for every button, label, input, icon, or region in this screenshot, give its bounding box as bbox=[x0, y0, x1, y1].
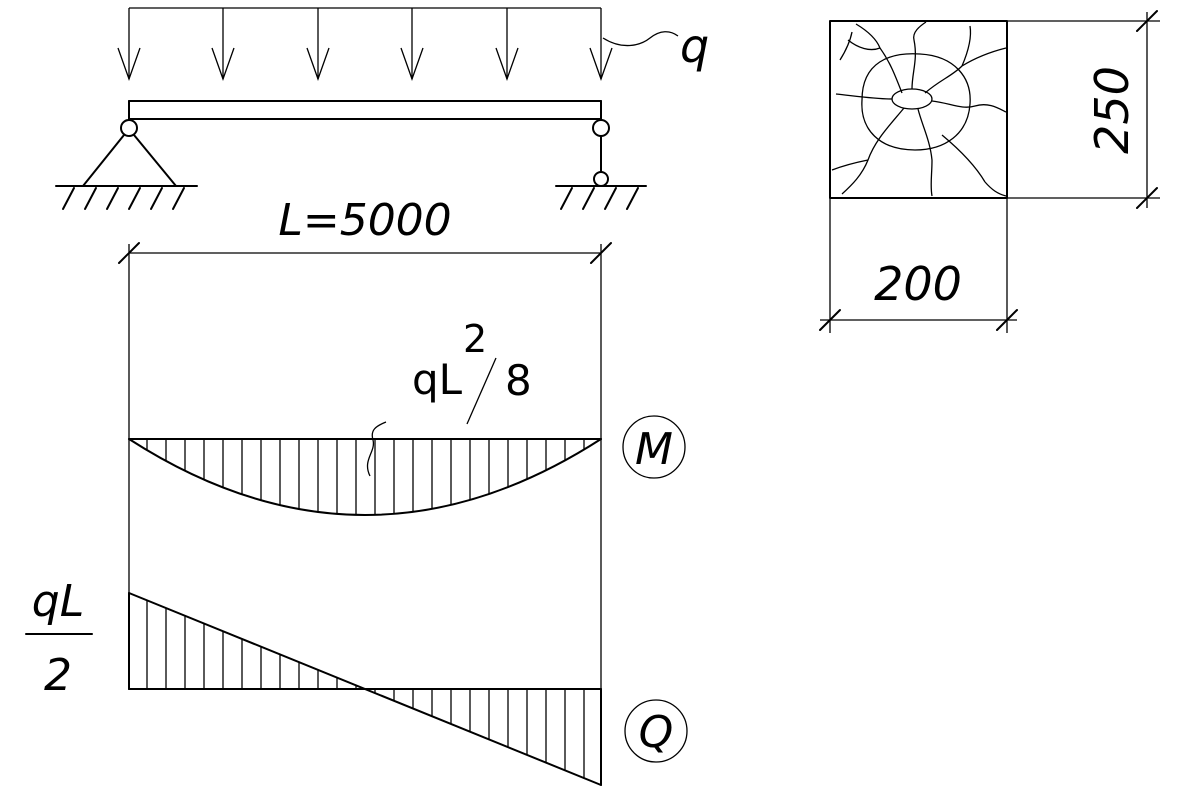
moment-symbol-circle bbox=[622, 415, 686, 479]
pinned-support bbox=[55, 119, 198, 210]
roller-support bbox=[555, 119, 647, 210]
moment-parabola bbox=[128, 438, 602, 516]
span-label: L=5000 bbox=[278, 195, 451, 246]
shear-diagram: qL 2 Q bbox=[25, 576, 688, 786]
dimension-tick bbox=[1136, 10, 1158, 32]
fraction-slash bbox=[466, 357, 497, 425]
moment-diagram: qL 2 8 M bbox=[128, 317, 686, 516]
moment-symbol: M bbox=[635, 424, 673, 475]
wood-grain bbox=[831, 21, 1007, 197]
load-arrow bbox=[211, 8, 235, 81]
load-arrow bbox=[117, 8, 141, 81]
moment-formula-exponent: 2 bbox=[463, 317, 487, 361]
moment-formula-denominator: 8 bbox=[505, 356, 532, 405]
shear-hatching bbox=[146, 600, 585, 779]
load-arrow bbox=[400, 8, 424, 81]
cross-section: 250 200 bbox=[819, 10, 1160, 333]
shear-value-numerator: qL bbox=[32, 576, 84, 627]
shear-symbol-circle bbox=[624, 699, 688, 763]
load-leader bbox=[602, 31, 679, 47]
dimension-tick bbox=[819, 309, 841, 331]
shear-value-denominator: 2 bbox=[44, 650, 72, 701]
dimension-tick bbox=[118, 242, 140, 264]
distributed-load: q bbox=[117, 7, 709, 81]
beam bbox=[128, 100, 602, 120]
load-label: q bbox=[680, 19, 709, 73]
moment-hatching bbox=[146, 439, 585, 515]
shear-line bbox=[128, 592, 602, 786]
shear-symbol: Q bbox=[639, 707, 674, 758]
moment-leader bbox=[366, 421, 387, 477]
load-arrow bbox=[589, 8, 613, 81]
section-outline bbox=[829, 20, 1008, 199]
load-arrow bbox=[495, 8, 519, 81]
moment-formula-base: qL bbox=[412, 355, 463, 404]
section-width-label: 200 bbox=[874, 257, 962, 311]
dimension-tick bbox=[590, 242, 612, 264]
span-dimension: L=5000 bbox=[118, 195, 612, 690]
section-height-label: 250 bbox=[1085, 66, 1139, 154]
dimension-tick bbox=[996, 309, 1018, 331]
dimension-tick bbox=[1136, 187, 1158, 209]
load-arrow bbox=[306, 8, 330, 81]
